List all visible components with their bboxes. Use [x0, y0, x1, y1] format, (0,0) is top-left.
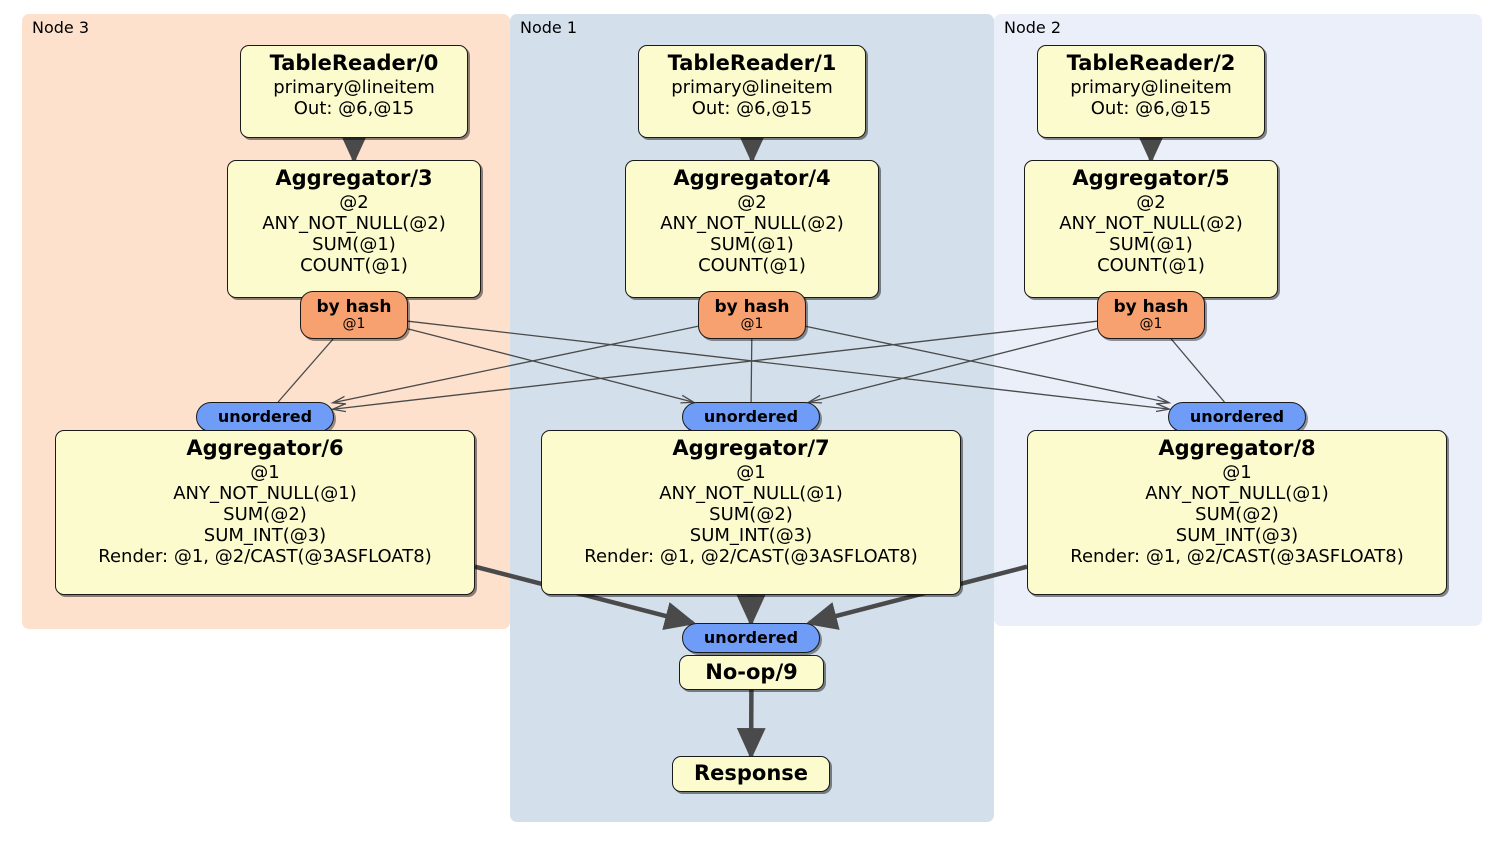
synchronizer-unordered-final[interactable]: unordered	[682, 623, 820, 653]
node-line: primary@lineitem	[273, 76, 435, 98]
synchronizer-unordered-7[interactable]: unordered	[682, 402, 820, 432]
node-title: Response	[693, 761, 809, 785]
node-line: SUM(@1)	[1109, 233, 1193, 255]
node-line: SUM(@2)	[709, 503, 793, 525]
node-response[interactable]: Response	[672, 756, 830, 792]
node-line: Out: @6,@15	[1090, 97, 1212, 119]
node-line: @1	[250, 461, 280, 483]
node-line: @2	[339, 191, 369, 213]
node-render-line: Render: @1, @2/CAST(@3ASFLOAT8)	[584, 545, 918, 567]
node-title: TableReader/1	[667, 51, 837, 75]
node-line: Out: @6,@15	[293, 97, 415, 119]
router-by-hash-3[interactable]: by hash @1	[300, 291, 408, 339]
cluster-label-node3: Node 3	[32, 18, 90, 37]
node-line: SUM_INT(@3)	[1175, 524, 1299, 546]
node-line: COUNT(@1)	[1097, 254, 1205, 276]
node-line: ANY_NOT_NULL(@1)	[173, 482, 357, 504]
node-title: Aggregator/8	[1158, 436, 1316, 460]
node-line: COUNT(@1)	[300, 254, 408, 276]
node-table-reader-1[interactable]: TableReader/1 primary@lineitem Out: @6,@…	[638, 45, 866, 138]
node-render-line: Render: @1, @2/CAST(@3ASFLOAT8)	[1070, 545, 1404, 567]
synchronizer-title: unordered	[703, 628, 799, 647]
node-line: ANY_NOT_NULL(@2)	[262, 212, 446, 234]
node-line: primary@lineitem	[1070, 76, 1232, 98]
synchronizer-title: unordered	[1189, 407, 1285, 426]
node-no-op-9[interactable]: No-op/9	[679, 655, 824, 690]
node-title: No-op/9	[705, 660, 798, 684]
synchronizer-title: unordered	[703, 407, 799, 426]
node-title: Aggregator/5	[1072, 166, 1230, 190]
router-by-hash-5[interactable]: by hash @1	[1097, 291, 1205, 339]
node-line: SUM(@1)	[710, 233, 794, 255]
node-title: Aggregator/6	[186, 436, 344, 460]
node-line: SUM(@1)	[312, 233, 396, 255]
node-title: Aggregator/7	[672, 436, 830, 460]
node-aggregator-3[interactable]: Aggregator/3 @2 ANY_NOT_NULL(@2) SUM(@1)…	[227, 160, 481, 298]
node-line: SUM(@2)	[223, 503, 307, 525]
node-line: Out: @6,@15	[691, 97, 813, 119]
node-line: @1	[736, 461, 766, 483]
synchronizer-unordered-6[interactable]: unordered	[196, 402, 334, 432]
synchronizer-unordered-8[interactable]: unordered	[1168, 402, 1306, 432]
cluster-label-node1: Node 1	[520, 18, 578, 37]
node-title: TableReader/2	[1066, 51, 1236, 75]
router-title: by hash	[714, 296, 790, 317]
node-line: ANY_NOT_NULL(@1)	[659, 482, 843, 504]
router-title: by hash	[1113, 296, 1189, 317]
node-line: COUNT(@1)	[698, 254, 806, 276]
node-line: @2	[737, 191, 767, 213]
node-line: SUM(@2)	[1195, 503, 1279, 525]
node-aggregator-7[interactable]: Aggregator/7 @1 ANY_NOT_NULL(@1) SUM(@2)…	[541, 430, 961, 595]
node-line: @2	[1136, 191, 1166, 213]
router-by-hash-4[interactable]: by hash @1	[698, 291, 806, 339]
node-aggregator-6[interactable]: Aggregator/6 @1 ANY_NOT_NULL(@1) SUM(@2)…	[55, 430, 475, 595]
node-aggregator-8[interactable]: Aggregator/8 @1 ANY_NOT_NULL(@1) SUM(@2)…	[1027, 430, 1447, 595]
router-column: @1	[1139, 315, 1163, 332]
node-title: Aggregator/4	[673, 166, 831, 190]
node-line: SUM_INT(@3)	[203, 524, 327, 546]
node-aggregator-5[interactable]: Aggregator/5 @2 ANY_NOT_NULL(@2) SUM(@1)…	[1024, 160, 1278, 298]
node-render-line: Render: @1, @2/CAST(@3ASFLOAT8)	[98, 545, 432, 567]
node-line: ANY_NOT_NULL(@1)	[1145, 482, 1329, 504]
node-line: ANY_NOT_NULL(@2)	[1059, 212, 1243, 234]
node-table-reader-0[interactable]: TableReader/0 primary@lineitem Out: @6,@…	[240, 45, 468, 138]
synchronizer-title: unordered	[217, 407, 313, 426]
node-title: TableReader/0	[269, 51, 439, 75]
node-line: SUM_INT(@3)	[689, 524, 813, 546]
node-aggregator-4[interactable]: Aggregator/4 @2 ANY_NOT_NULL(@2) SUM(@1)…	[625, 160, 879, 298]
router-title: by hash	[316, 296, 392, 317]
cluster-label-node2: Node 2	[1004, 18, 1062, 37]
node-line: @1	[1222, 461, 1252, 483]
node-table-reader-2[interactable]: TableReader/2 primary@lineitem Out: @6,@…	[1037, 45, 1265, 138]
node-line: ANY_NOT_NULL(@2)	[660, 212, 844, 234]
router-column: @1	[342, 315, 366, 332]
node-line: primary@lineitem	[671, 76, 833, 98]
router-column: @1	[740, 315, 764, 332]
node-title: Aggregator/3	[275, 166, 433, 190]
